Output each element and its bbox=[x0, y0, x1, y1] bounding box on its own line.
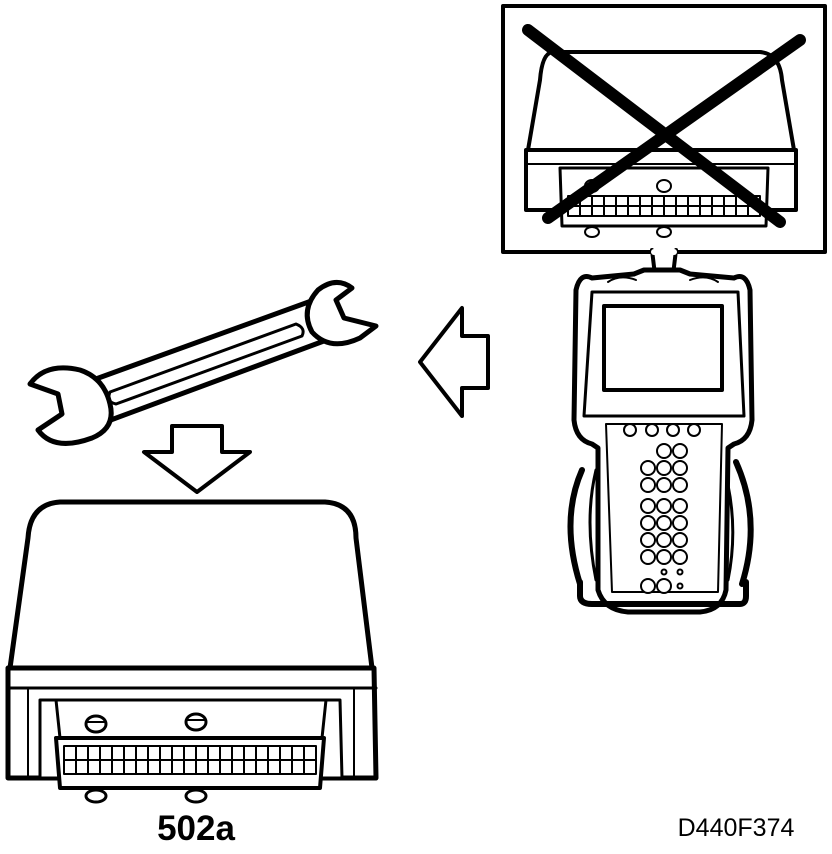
ecu-module-icon bbox=[5, 499, 379, 804]
wrench-icon bbox=[27, 280, 379, 446]
figure-code: D440F374 bbox=[678, 814, 795, 842]
arrow-down-icon bbox=[142, 424, 252, 494]
module-label: 502a bbox=[157, 809, 235, 848]
arrow-left-icon bbox=[418, 306, 490, 418]
old-module-crossed-icon bbox=[501, 4, 827, 352]
scan-tool-icon bbox=[567, 267, 755, 615]
